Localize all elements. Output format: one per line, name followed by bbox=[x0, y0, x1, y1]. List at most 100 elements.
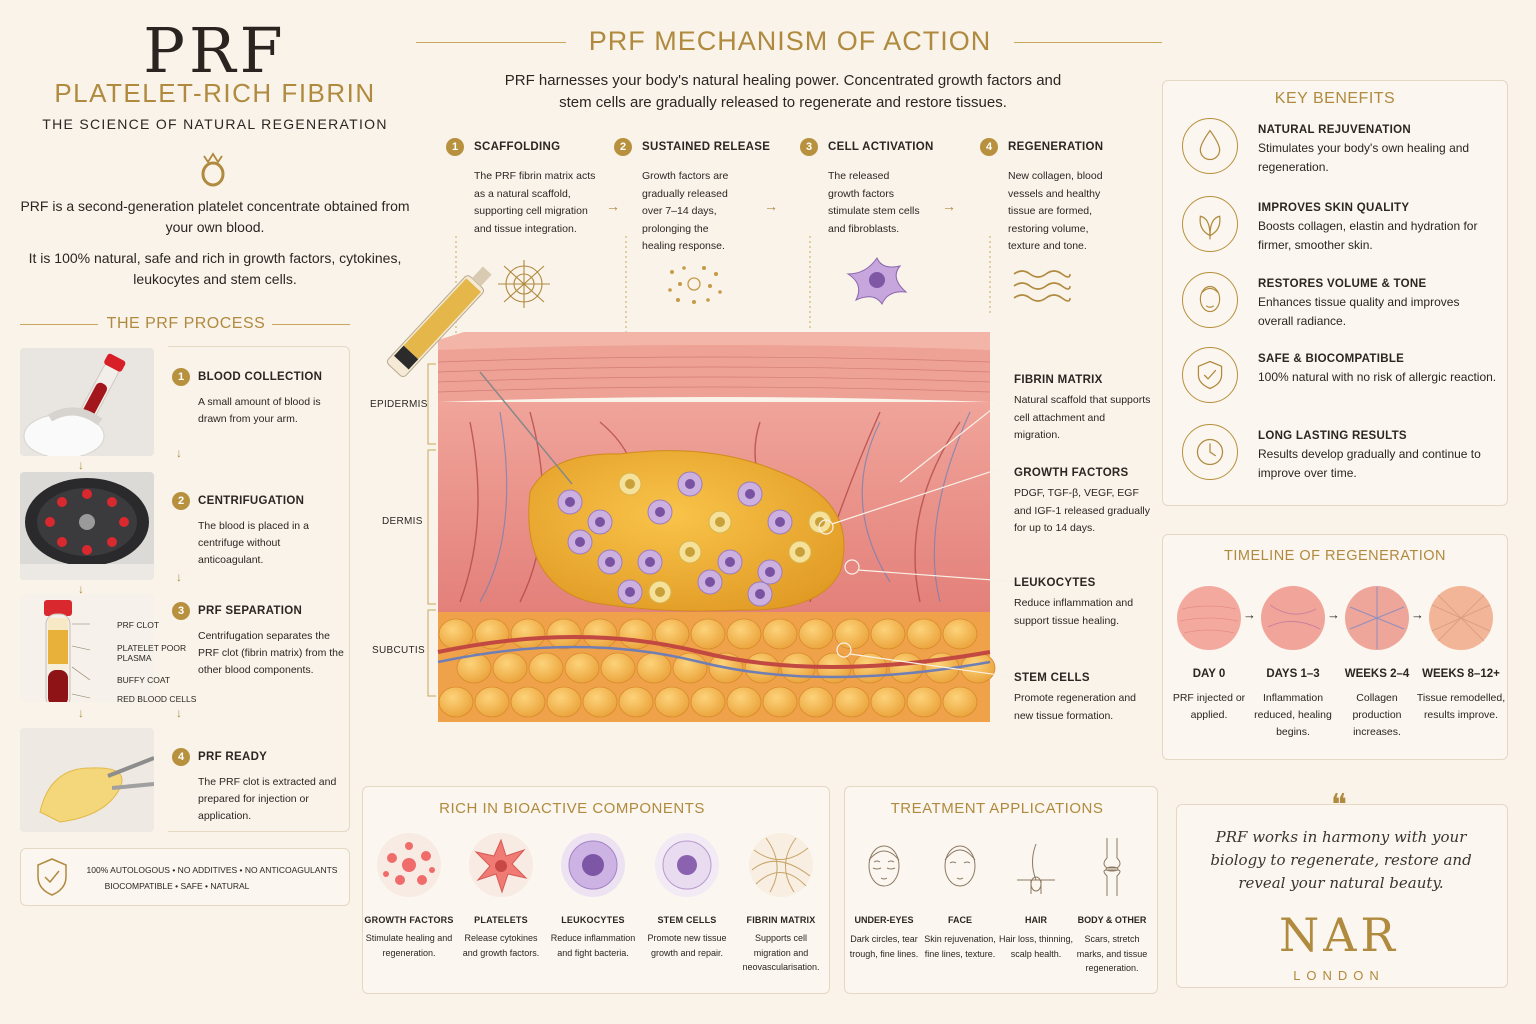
brand-subtitle: PLATELET-RICH FIBRIN bbox=[54, 78, 376, 108]
leukocyte-icon bbox=[561, 833, 625, 897]
layer-subcutis: SUBCUTIS bbox=[372, 645, 425, 656]
components-title: RICH IN BIOACTIVE COMPONENTS bbox=[439, 800, 705, 817]
arrow-down-icon: ↓ bbox=[176, 706, 182, 720]
callout-body: Reduce inflammation and support tissue h… bbox=[1014, 597, 1134, 627]
applications-title: TREATMENT APPLICATIONS bbox=[890, 800, 1104, 817]
blood-tube-photo bbox=[20, 348, 154, 456]
benefit-title: NATURAL REJUVENATION bbox=[1258, 124, 1411, 136]
component-platelets: PLATELETS Release cytokines and growth f… bbox=[456, 830, 546, 960]
fat-cell bbox=[582, 686, 618, 718]
callout-title: STEM CELLS bbox=[1014, 672, 1090, 684]
benefit-natural-rejuvenation: NATURAL REJUVENATION Stimulates your body… bbox=[1180, 118, 1500, 188]
step-number: 4 bbox=[980, 138, 998, 156]
timeline-desc: Collagen production increases. bbox=[1352, 692, 1402, 738]
step-body: Centrifugation separates the PRF clot (f… bbox=[198, 630, 344, 676]
arrow-right-icon: → bbox=[1411, 607, 1424, 622]
timeline-label: WEEKS 2–4 bbox=[1344, 668, 1410, 680]
leukocyte-cell bbox=[648, 580, 672, 604]
quote-text: PRF works in harmony with your biology t… bbox=[1210, 828, 1472, 892]
arrow-right-icon: → bbox=[764, 198, 778, 214]
shield-icon bbox=[1182, 347, 1238, 403]
fat-cell bbox=[618, 618, 654, 650]
benefit-title: SAFE & BIOCOMPATIBLE bbox=[1258, 353, 1405, 365]
application-label: HAIR bbox=[1025, 915, 1047, 925]
callout-title: GROWTH FACTORS bbox=[1014, 467, 1129, 479]
fat-cell bbox=[654, 686, 690, 718]
step-number: 1 bbox=[172, 368, 190, 386]
brand-crown-icon bbox=[201, 152, 225, 187]
stem-cell bbox=[597, 549, 623, 575]
benefit-title: RESTORES VOLUME & TONE bbox=[1258, 278, 1427, 290]
fat-cell bbox=[690, 618, 726, 650]
arrow-down-icon: ↓ bbox=[78, 458, 84, 472]
step-number: 3 bbox=[800, 138, 818, 156]
callout-growth-factors: GROWTH FACTORS PDGF, TGF-β, VEGF, EGF an… bbox=[1014, 467, 1154, 538]
leukocyte-cell bbox=[678, 540, 702, 564]
step-number: 2 bbox=[172, 492, 190, 510]
fat-cell bbox=[438, 686, 474, 718]
step-title: PRF READY bbox=[198, 751, 268, 763]
prf-clot-photo bbox=[20, 728, 154, 832]
stem-cell bbox=[757, 559, 783, 585]
benefit-body: Stimulates your body's own healing and r… bbox=[1258, 141, 1470, 174]
arrow-down-icon: ↓ bbox=[176, 570, 182, 584]
arrow-right-icon: → bbox=[1243, 607, 1256, 622]
step-body: Growth factors are gradually released ov… bbox=[642, 170, 729, 252]
separated-tube-image bbox=[20, 594, 154, 702]
fat-cell bbox=[546, 618, 582, 650]
step-body: A small amount of blood is drawn from yo… bbox=[198, 396, 321, 425]
benefit-title: LONG LASTING RESULTS bbox=[1258, 430, 1407, 442]
benefit-title: IMPROVES SKIN QUALITY bbox=[1258, 202, 1410, 214]
timeline-desc: Tissue remodelled, results improve. bbox=[1416, 692, 1506, 721]
fat-cell bbox=[618, 686, 654, 718]
fat-cell bbox=[870, 686, 906, 718]
stem-cell bbox=[587, 509, 613, 535]
fat-cell bbox=[546, 686, 582, 718]
step-title: CENTRIFUGATION bbox=[198, 495, 305, 507]
face-icon bbox=[944, 845, 976, 887]
application-label: UNDER-EYES bbox=[854, 915, 914, 925]
component-leukocytes: LEUKOCYTES Reduce inflammation and fight… bbox=[548, 830, 638, 960]
fibrin-matrix-icon bbox=[749, 833, 813, 897]
step-number: 2 bbox=[614, 138, 632, 156]
timeline-label: DAYS 1–3 bbox=[1266, 668, 1320, 680]
application-face: FACE Skin rejuvenation, fine lines, text… bbox=[920, 836, 1000, 961]
benefit-body: Enhances tissue quality and improves ove… bbox=[1258, 295, 1460, 328]
mechanism-intro: PRF harnesses your body's natural healin… bbox=[504, 72, 1062, 111]
timeline-desc: PRF injected or applied. bbox=[1172, 692, 1246, 721]
benefit-body: Boosts collagen, elastin and hydration f… bbox=[1258, 219, 1478, 252]
step-number: 4 bbox=[172, 748, 190, 766]
tube-label-prf-clot: PRF CLOT bbox=[117, 620, 160, 630]
fat-cell bbox=[726, 618, 762, 650]
step-title: CELL ACTIVATION bbox=[828, 141, 934, 153]
centrifuge-photo bbox=[20, 472, 154, 580]
brand-tagline: THE SCIENCE OF NATURAL REGENERATION bbox=[42, 116, 388, 132]
step-body: New collagen, blood vessels and healthy … bbox=[1008, 170, 1103, 252]
fat-cell bbox=[510, 686, 546, 718]
knee-joint-icon bbox=[1103, 838, 1121, 896]
callout-body: Promote regeneration and new tissue form… bbox=[1014, 692, 1136, 722]
arrow-down-icon: ↓ bbox=[78, 706, 84, 720]
layer-dermis: DERMIS bbox=[382, 516, 423, 527]
brand-title: PRF bbox=[143, 14, 287, 87]
platelets-icon bbox=[469, 833, 533, 897]
component-body: Reduce inflammation and fight bacteria. bbox=[550, 933, 636, 958]
timeline-label: WEEKS 8–12+ bbox=[1422, 668, 1500, 680]
fat-cell bbox=[492, 652, 528, 684]
skin-cross-section bbox=[386, 266, 1020, 722]
arrow-down-icon: ↓ bbox=[78, 582, 84, 596]
stem-cell-icon bbox=[655, 833, 719, 897]
fat-cell bbox=[528, 652, 564, 684]
arrow-down-icon: ↓ bbox=[176, 446, 182, 460]
benefit-skin-quality: IMPROVES SKIN QUALITY Boosts collagen, el… bbox=[1180, 196, 1500, 266]
fat-cell bbox=[942, 618, 978, 650]
